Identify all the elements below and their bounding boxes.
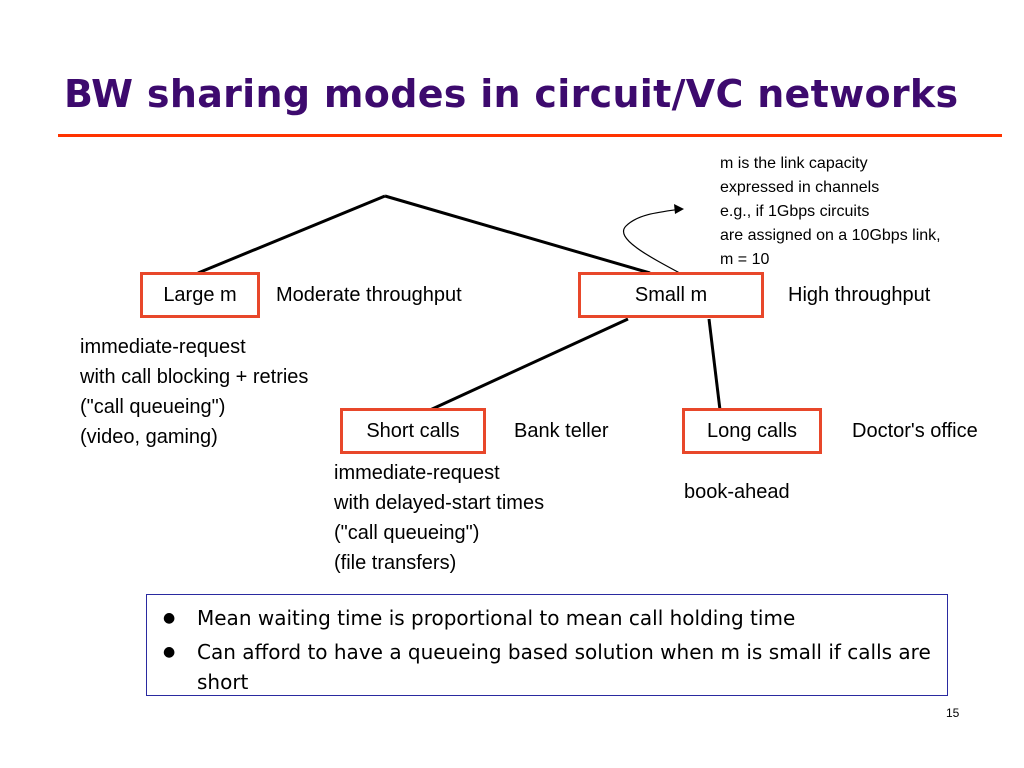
bullet-item: ● Mean waiting time is proportional to m… [147, 603, 947, 633]
bullet-item: ● Can afford to have a queueing based so… [147, 637, 947, 697]
large-m-box: Large m [140, 272, 260, 318]
edge-root-large-m [197, 194, 386, 275]
long-calls-desc: Doctor's office [852, 420, 978, 442]
capacity-note: m is the link capacity expressed in chan… [720, 152, 941, 272]
detail-line: (video, gaming) [80, 426, 218, 448]
short-calls-desc: Bank teller [514, 420, 609, 442]
large-m-desc: Moderate throughput [276, 284, 462, 306]
small-m-desc: High throughput [788, 284, 931, 306]
short-calls-details: immediate-request with delayed-start tim… [334, 458, 544, 578]
note-line: e.g., if 1Gbps circuits [720, 203, 870, 220]
note-line: are assigned on a 10Gbps link, [720, 227, 941, 244]
note-line: m = 10 [720, 251, 770, 268]
bullet-dot-icon: ● [163, 644, 176, 660]
note-pointer-arrowhead [674, 204, 684, 214]
note-line: expressed in channels [720, 179, 880, 196]
slide-title: BW sharing modes in circuit/VC networks [64, 72, 959, 116]
detail-line: immediate-request [80, 336, 246, 358]
note-line: m is the link capacity [720, 155, 868, 172]
detail-line: ("call queueing") [334, 522, 480, 544]
edge-root-small-m [384, 194, 651, 275]
long-calls-details: book-ahead [684, 481, 790, 503]
detail-line: with call blocking + retries [80, 366, 309, 388]
bullet-text: Can afford to have a queueing based solu… [197, 640, 931, 694]
short-calls-box: Short calls [340, 408, 486, 454]
detail-line: ("call queueing") [80, 396, 226, 418]
summary-box: ● Mean waiting time is proportional to m… [146, 594, 948, 696]
title-underline [58, 134, 1002, 137]
long-calls-box: Long calls [682, 408, 822, 454]
detail-line: immediate-request [334, 462, 500, 484]
page-number: 15 [946, 706, 960, 720]
note-pointer-arrow [623, 208, 703, 286]
bullet-text: Mean waiting time is proportional to mea… [197, 606, 796, 630]
bullet-dot-icon: ● [163, 610, 176, 626]
large-m-details: immediate-request with call blocking + r… [80, 332, 308, 452]
small-m-box: Small m [578, 272, 764, 318]
edge-small-m-short-calls [429, 317, 629, 412]
detail-line: (file transfers) [334, 552, 457, 574]
edge-small-m-long-calls [707, 318, 722, 411]
detail-line: with delayed-start times [334, 492, 545, 514]
